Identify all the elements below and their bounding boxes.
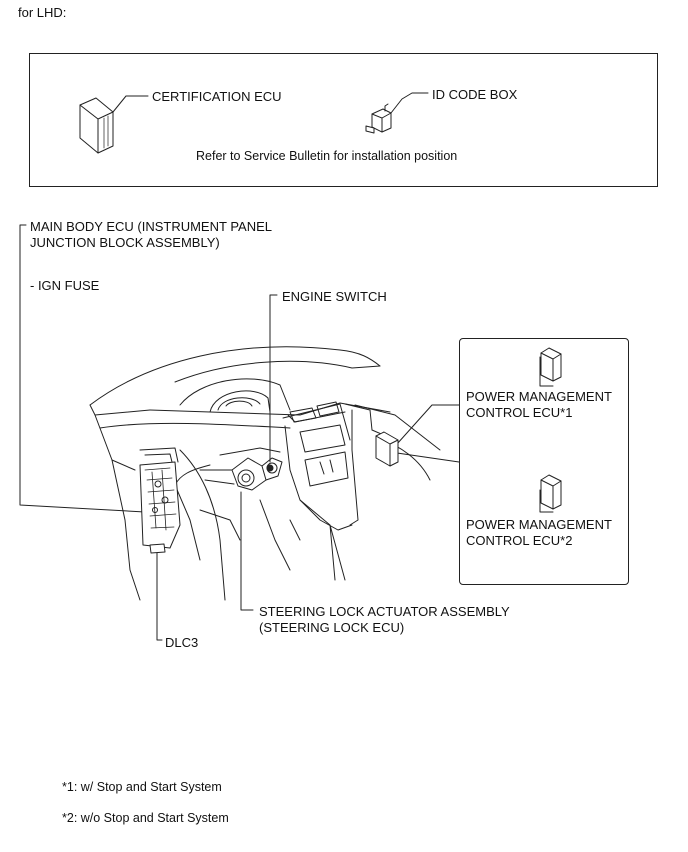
dlc3-label: DLC3 bbox=[165, 635, 199, 650]
pm-ecu1-label-line2: CONTROL ECU*1 bbox=[466, 405, 573, 420]
main-body-ecu-label-line2: JUNCTION BLOCK ASSEMBLY) bbox=[30, 235, 220, 250]
power-management-box bbox=[459, 338, 629, 585]
main-body-ecu-label-line1: MAIN BODY ECU (INSTRUMENT PANEL bbox=[30, 219, 272, 234]
engine-switch-icon bbox=[266, 464, 274, 472]
footnote-2: *2: w/o Stop and Start System bbox=[62, 811, 229, 825]
steering-lock-label-line2: (STEERING LOCK ECU) bbox=[259, 620, 405, 635]
page-header: for LHD: bbox=[18, 5, 67, 20]
id-code-box-icon bbox=[365, 92, 429, 134]
dash-power-management-ecu-icon bbox=[375, 431, 399, 467]
power-management-ecu1-icon bbox=[540, 347, 562, 382]
pm-ecu2-label-line1: POWER MANAGEMENT bbox=[466, 517, 612, 532]
footnote-1: *1: w/ Stop and Start System bbox=[62, 780, 222, 794]
service-bulletin-note: Refer to Service Bulletin for installati… bbox=[196, 149, 458, 163]
power-management-ecu2-icon bbox=[540, 474, 562, 510]
pm-ecu2-label-line2: CONTROL ECU*2 bbox=[466, 533, 573, 548]
leader-lines bbox=[19, 224, 554, 641]
engine-switch-label: ENGINE SWITCH bbox=[282, 289, 387, 304]
ign-fuse-label: - IGN FUSE bbox=[30, 278, 100, 293]
dashboard-outline bbox=[89, 346, 441, 601]
steering-lock-label-line1: STEERING LOCK ACTUATOR ASSEMBLY bbox=[259, 604, 510, 619]
certification-ecu-icon bbox=[79, 95, 149, 154]
id-ecu-box bbox=[29, 53, 658, 187]
certification-ecu-label: CERTIFICATION ECU bbox=[152, 89, 282, 104]
id-code-box-label: ID CODE BOX bbox=[432, 87, 518, 102]
pm-ecu1-label-line1: POWER MANAGEMENT bbox=[466, 389, 612, 404]
